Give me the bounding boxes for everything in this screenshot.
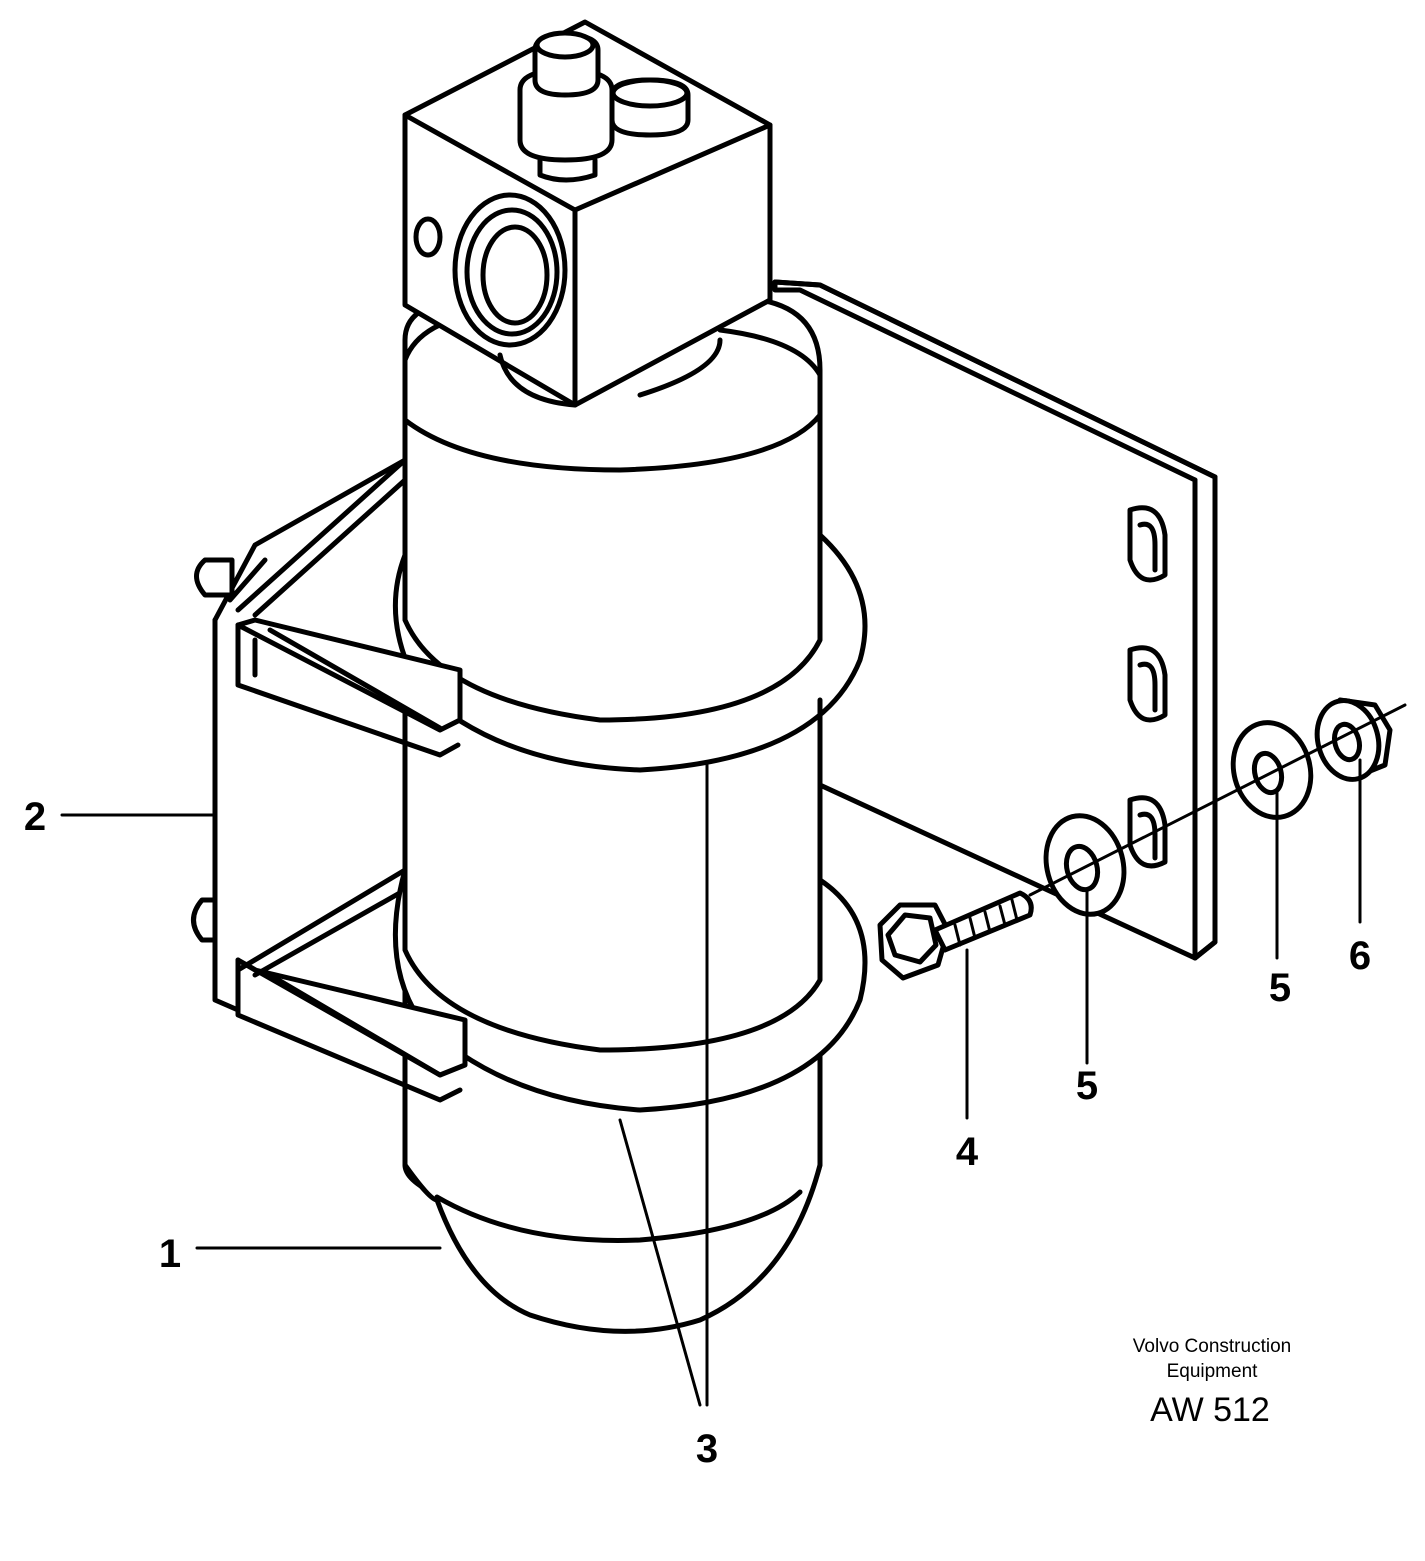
callout-6: 6 [1349, 934, 1371, 978]
leader-lines [60, 758, 1362, 1407]
brand-line-1: Volvo Construction [1133, 1336, 1291, 1357]
callout-5-front: 5 [1076, 1064, 1098, 1108]
assembly-axis-line [1028, 703, 1407, 897]
drawing-code: AW 512 [1150, 1391, 1270, 1429]
callout-5-rear: 5 [1269, 966, 1291, 1010]
clamp-front [191, 457, 468, 1103]
brand-line-2: Equipment [1167, 1361, 1259, 1382]
callout-4: 4 [956, 1130, 979, 1174]
clamp-rear [235, 457, 408, 978]
washer-rear [1230, 720, 1314, 820]
valve-block [402, 19, 773, 408]
bolt [877, 890, 1034, 981]
receiver-drier [392, 297, 868, 1334]
callout-2: 2 [24, 795, 46, 839]
callout-3: 3 [696, 1427, 718, 1471]
washer-front [1043, 813, 1127, 917]
nut [1314, 697, 1393, 782]
mounting-bracket [772, 279, 1218, 961]
callout-1: 1 [159, 1232, 181, 1276]
